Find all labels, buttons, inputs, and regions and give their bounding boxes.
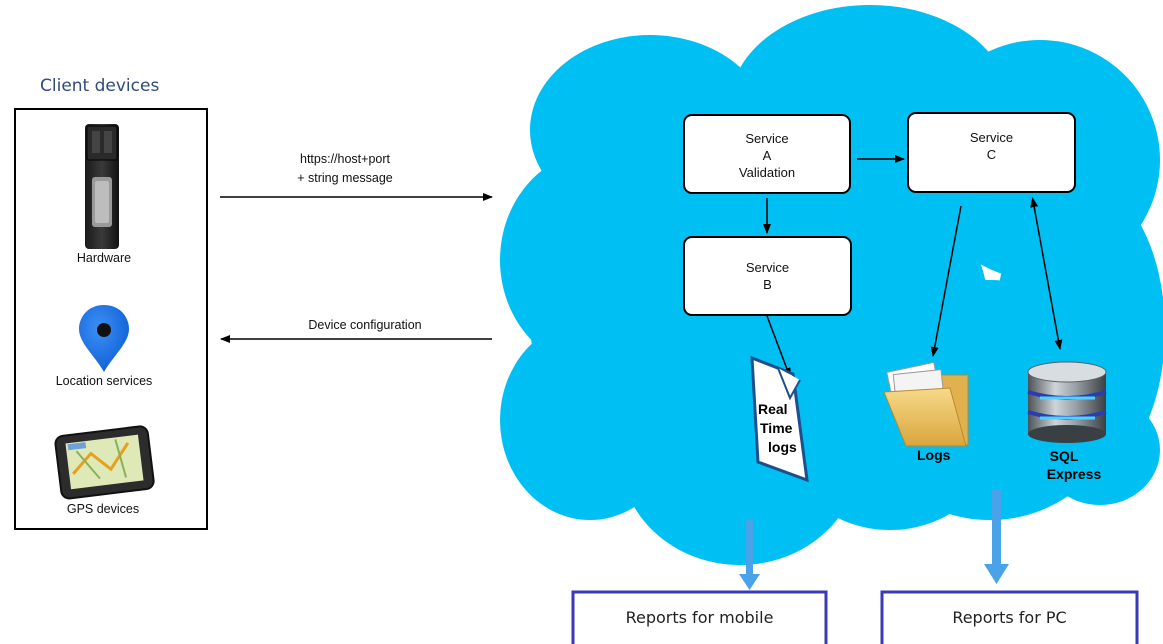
- database-icon: [1027, 361, 1107, 443]
- c-to-logs-arrow: [930, 205, 962, 357]
- service-b-line1: Service: [745, 260, 790, 275]
- gps-device-icon: [54, 425, 155, 500]
- service-b-line2: B: [763, 277, 772, 292]
- reports-pc-box: [880, 590, 1139, 644]
- service-b-box: [683, 236, 852, 316]
- sql-express-line2: Express: [1046, 466, 1102, 482]
- service-a-line3: Validation: [738, 165, 796, 180]
- response-label: Device configuration: [308, 318, 422, 332]
- logs-label: Logs: [917, 447, 951, 463]
- realtime-logs-line3: logs: [768, 439, 797, 455]
- location-pin-icon: [79, 305, 129, 372]
- service-c-box: [907, 112, 1076, 193]
- service-c-line2: C: [986, 147, 997, 162]
- client-devices-title: Client devices: [40, 76, 160, 96]
- pc-report-arrow: [984, 490, 1009, 584]
- service-a-box: [683, 114, 851, 194]
- gps-devices-label: GPS devices: [66, 502, 140, 516]
- b-to-realtime-arrow: [766, 315, 791, 378]
- c-sql-arrow: [1030, 197, 1063, 350]
- realtime-logs-document-icon: [750, 355, 809, 483]
- request-label-line1: https://host+port: [300, 152, 390, 166]
- reports-mobile-label: Reports for mobile: [625, 608, 774, 627]
- logs-folder-icon: [883, 361, 969, 447]
- realtime-logs-line2: Time: [760, 420, 793, 436]
- location-services-label: Location services: [55, 374, 153, 388]
- service-a-line2: A: [762, 148, 772, 163]
- hardware-label: Hardware: [76, 251, 132, 265]
- service-a-line1: Service: [745, 131, 789, 146]
- hardware-icon: [85, 124, 119, 249]
- client-devices-box: [14, 108, 208, 530]
- reports-pc-label: Reports for PC: [952, 608, 1067, 627]
- service-c-line1: Service: [969, 130, 1014, 145]
- realtime-logs-line1: Real: [758, 401, 788, 417]
- mobile-report-arrow: [739, 520, 760, 590]
- sql-express-line1: SQL: [1049, 448, 1079, 464]
- reports-mobile-box: [571, 590, 828, 644]
- request-label-line2: + string message: [297, 171, 393, 185]
